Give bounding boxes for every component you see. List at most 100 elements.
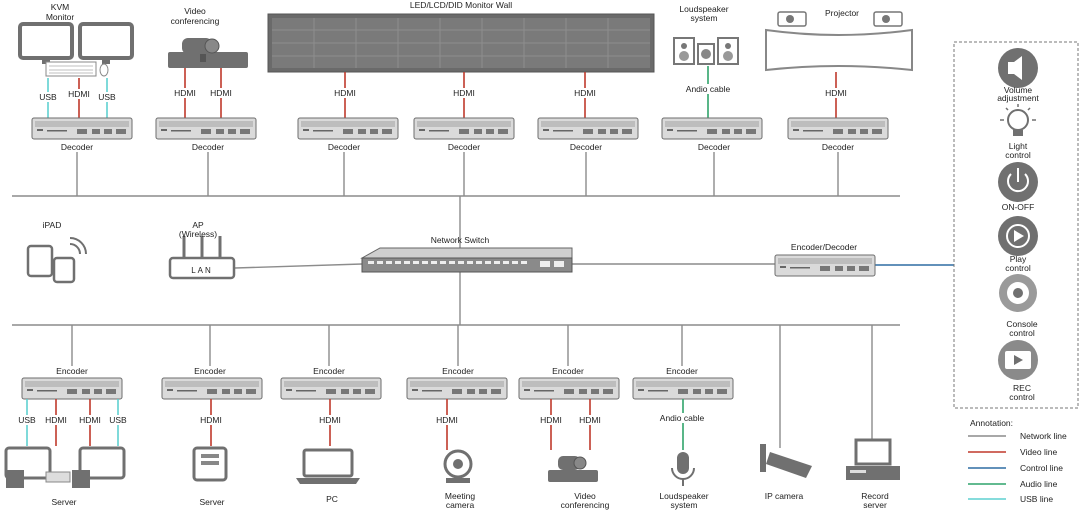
lan-label: LAN [191,266,213,275]
encoder-box [161,377,263,400]
hdmi-label: HDMI [579,415,601,425]
audio-cable-label: Andio cable [686,84,731,94]
decoder-label: Decoder [822,142,854,152]
rec-icon [998,340,1038,380]
hdmi-label: HDMI [174,88,196,98]
vc-top-title-1: Video [184,6,206,16]
server-label-2: Server [199,497,224,507]
top-link-labels: USB HDMI USB HDMI HDMI HDMI HDMI HDMI An… [37,84,851,102]
speaker-top-title-2: system [691,13,718,23]
legend-video: Video line [1020,447,1057,457]
legend-control: Control line [1020,463,1063,473]
hdmi-label: HDMI [79,415,101,425]
ap-label-1: AP [192,220,204,230]
monitor-wall-title: LED/LCD/DID Monitor Wall [410,0,512,10]
decoder-labels: Decoder Decoder Decoder Decoder Decoder … [54,142,861,152]
encoder-decoder-label: Encoder/Decoder [791,242,857,252]
server-pair-icon [4,446,126,488]
encoder-label: Encoder [56,366,88,376]
decoder-box [297,117,399,140]
encoder-box [406,377,508,400]
onoff-label: ON-OFF [1002,202,1035,212]
ip-camera-label: IP camera [765,491,804,501]
kvm-title-2: Monitor [46,12,75,22]
loudspeaker-top-icon [673,37,739,65]
network-switch-label: Network Switch [431,235,490,245]
encoder-label: Encoder [666,366,698,376]
encoder-boxes [21,377,734,400]
speaker-bottom-label-1: Loudspeaker [659,491,708,501]
meeting-camera-icon [443,449,473,483]
wireless-ap-icon [168,236,236,280]
light-label-1: Light [1009,141,1028,151]
hdmi-label: HDMI [68,89,90,99]
play-label-1: Play [1010,254,1027,264]
encoder-label: Encoder [313,366,345,376]
network-lines [12,152,900,448]
hdmi-label: HDMI [210,88,232,98]
kvm-monitor-icon [18,22,134,77]
decoder-label: Decoder [698,142,730,152]
hdmi-label: HDMI [45,415,67,425]
rec-label-2: control [1009,392,1035,402]
decoder-box [31,117,133,140]
decoder-label: Decoder [570,142,602,152]
volume-label-1: Volume [1004,85,1033,95]
server-label-1: Server [51,497,76,507]
volume-icon [998,48,1038,88]
hdmi-label: HDMI [825,88,847,98]
legend-title: Annotation: [970,418,1013,428]
meeting-camera-label-2: camera [446,500,475,510]
control-panel [953,41,1079,409]
video-conferencing-bottom-icon [548,456,598,482]
hdmi-label: HDMI [453,88,475,98]
projector-title: Projector [825,8,859,18]
play-label-2: control [1005,263,1031,273]
decoder-box [413,117,515,140]
network-switch-icon [360,247,573,273]
decoder-box [787,117,889,140]
hdmi-label: HDMI [319,415,341,425]
projector-icon [765,11,913,72]
decoder-box [155,117,257,140]
ap-label-2: (Wireless) [179,229,217,239]
microphone-icon [671,452,695,486]
console-label-2: control [1009,328,1035,338]
kvm-title-1: KVM [51,2,69,12]
record-server-label-1: Record [861,491,889,501]
decoder-box [661,117,763,140]
monitor-wall-icon [267,13,655,73]
encoder-box [21,377,123,400]
decoder-label: Decoder [448,142,480,152]
decoder-label: Decoder [328,142,360,152]
usb-label: USB [18,415,36,425]
encoder-box [280,377,382,400]
encoder-labels: Encoder Encoder Encoder Encoder Encoder … [50,366,705,376]
usb-label: USB [39,92,57,102]
vc-top-title-2: conferencing [171,16,220,26]
power-icon [998,162,1038,202]
legend-network: Network line [1020,431,1067,441]
ipad-icon [26,237,87,284]
encoder-label: Encoder [442,366,474,376]
encoder-box [632,377,734,400]
legend-audio: Audio line [1020,479,1058,489]
audio-cable-label: Andio cable [660,413,705,423]
speaker-bottom-label-2: system [671,500,698,510]
decoder-label: Decoder [192,142,224,152]
encoder-label: Encoder [194,366,226,376]
speaker-top-title-1: Loudspeaker [679,4,728,14]
hdmi-label: HDMI [574,88,596,98]
meeting-camera-label-1: Meeting [445,491,476,501]
ip-camera-icon [760,444,812,478]
pc-laptop-icon [296,448,360,484]
rec-label-1: REC [1013,383,1031,393]
light-bulb-icon [1000,104,1036,136]
vc-bottom-label-2: conferencing [561,500,610,510]
decoder-boxes [31,117,889,140]
legend-usb: USB line [1020,494,1053,504]
encoder-label: Encoder [552,366,584,376]
console-camera-icon [999,274,1037,312]
legend: Annotation: Network line Video line Cont… [968,418,1067,504]
